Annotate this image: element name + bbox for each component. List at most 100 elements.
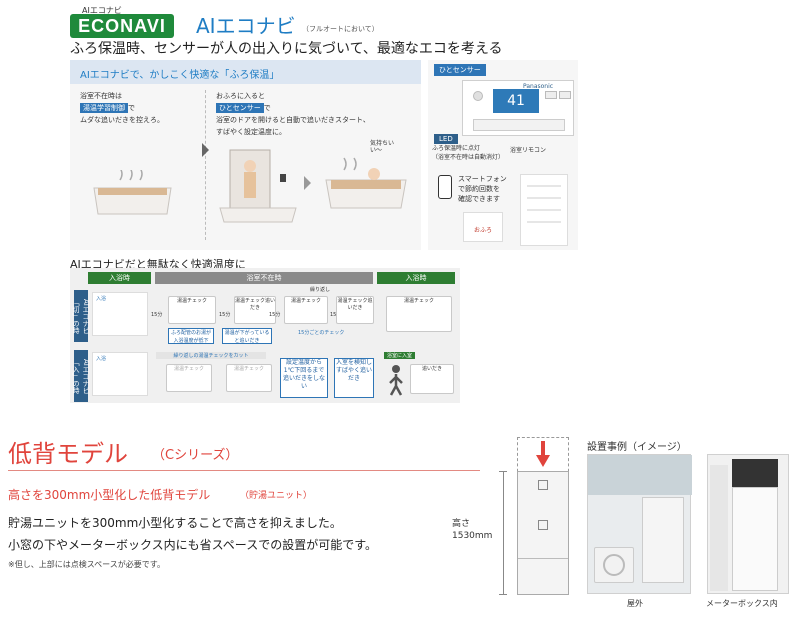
header-enter-2: 入浴時 (377, 272, 455, 284)
section-subtitle-note: （貯湯ユニット） (240, 491, 313, 501)
check-step: 湯温チェック (168, 296, 216, 324)
person-icon (386, 364, 406, 396)
check-step: 湯温チェック (284, 296, 328, 324)
height-value: 1530mm (452, 531, 493, 541)
remote-caption: 浴室リモコン (510, 147, 547, 154)
bath-enter-label: 浴室に入室 (384, 352, 416, 359)
absent-line3: ムダな追いだきを控えろ。 (80, 116, 164, 124)
tank-panel (538, 480, 548, 490)
column-divider (205, 90, 206, 240)
meter-tank (732, 487, 778, 591)
storage-tank (517, 471, 569, 595)
led-note: ふろ保温時に点灯 （浴室不在時は自動消灯） (432, 144, 504, 162)
enter-label: 入浴 (96, 296, 107, 302)
led-label: LED (434, 134, 458, 144)
page-title-note: （フルオートにおいて） (302, 25, 379, 33)
enter-description: おふろに入ると ひとセンサーで 浴室のドアを開けると自動で追いだきスタート、 す… (216, 90, 416, 138)
door-illustration (218, 148, 298, 224)
econavi-caption: AIエコナビ (82, 6, 122, 15)
check-reheat-step: 湯温チェック追いだき (234, 296, 276, 324)
row-label-off: AIエコナビ「切」の時 (72, 290, 90, 342)
smartphone-icon (438, 175, 452, 199)
phone-line3: 確認できます (458, 195, 500, 203)
app-screen (520, 174, 568, 246)
dim-tick (499, 471, 507, 472)
height-label: 高さ 1530mm (452, 518, 492, 542)
meter-door (710, 465, 728, 591)
sensor-icon (473, 91, 483, 101)
enter-suffix: で (263, 104, 271, 112)
window (588, 455, 692, 495)
meter-box-top (732, 459, 778, 487)
body-line-1: 貯湯ユニットを300mm小型化することで高さを抑えました。 (8, 516, 342, 530)
skipped-check-step: 湯温チェック (166, 364, 212, 392)
phone-line1: スマートフォン (458, 175, 507, 183)
caption-outdoor: 屋外 (627, 599, 643, 608)
note-no-reheat: 設定温度から1℃下回るまで追いだきをしない (280, 358, 328, 398)
remote-buttons-row (473, 119, 565, 131)
height-caption: 高さ (452, 519, 471, 529)
row-label-on: AIエコナビ「入」の時 (72, 350, 90, 402)
learning-tag: 湯温学習制御 (80, 103, 128, 113)
sensor-label: ひとセンサー (434, 64, 486, 76)
econavi-logo: ECONAVI (70, 14, 174, 38)
led-line1: ふろ保温時に点灯 (432, 145, 481, 152)
enter-line3: 浴室のドアを開けると自動で追いだきスタート、 (216, 116, 370, 124)
footnote: ※但し、上部には点検スペースが必要です。 (8, 560, 165, 569)
section-subtitle: 高さを300mm小型化した低背モデル (8, 488, 211, 502)
comparison-title: AIエコナビだと無駄なく快適温度に (70, 258, 246, 271)
note-temp-drop: ふろ配管のお湯が入浴温度が低下 (168, 328, 214, 344)
header-absent: 浴室不在時 (155, 272, 373, 284)
sensor-tag: ひとセンサー (216, 103, 264, 113)
arrow-down-icon (536, 441, 550, 467)
caption-meter-box: メーターボックス内 (706, 599, 778, 608)
every15-label: 15分ごとのチェック (298, 330, 345, 336)
body-line-2: 小窓の下やメーターボックス内にも省スペースでの設置が可能です。 (8, 538, 378, 552)
interval-label: 15分 (330, 311, 341, 318)
absent-suffix: で (128, 104, 135, 112)
subheadline: ふろ保温時、センサーが人の出入りに気づいて、最適なエコを考える (70, 41, 503, 57)
speech-bubble: 気持ちいい〜 (370, 140, 395, 154)
page-title: AIエコナビ (196, 14, 296, 38)
interval-label: 15分 (219, 312, 231, 318)
skip-label: 繰り返しの湯温チェックをカット (156, 352, 266, 359)
bath-step: 入浴 (92, 352, 148, 396)
outdoor-photo (587, 454, 692, 594)
tank-panel (538, 520, 548, 530)
bathtub-illustration (90, 167, 175, 218)
led-line2: （浴室不在時は自動消灯） (432, 154, 505, 161)
section-title-sub: （Cシリーズ） (152, 448, 239, 463)
bath-step: 入浴 (92, 292, 148, 336)
bath-remote: Panasonic 41 (462, 80, 574, 136)
absent-line1: 浴室不在時は (80, 92, 122, 100)
app-logo: おふろ (463, 212, 503, 242)
reheat-step: 追いだき (410, 364, 454, 394)
feature-panel-heading: AIエコナビで、かしこく快適な「ふろ保温」 (80, 70, 280, 81)
remote-brand: Panasonic (523, 83, 554, 90)
enter-line4: すばやく設定温度に。 (216, 128, 286, 136)
remote-button (545, 91, 557, 99)
meter-box-photo (707, 454, 789, 594)
bathing-illustration (316, 150, 411, 212)
interval-label: 15分 (269, 312, 281, 318)
heat-pump-unit (594, 547, 634, 583)
bath-step: 湯温チェック (386, 296, 452, 332)
check-reheat-step: 湯温チェック追いだき (336, 296, 374, 324)
interval-label: 15分 (151, 312, 163, 318)
section-title: 低背モデル (8, 440, 128, 468)
note-reheat: 湯温が下がっていると追いだき (222, 328, 272, 344)
enter-line1: おふろに入ると (216, 92, 265, 100)
header-enter: 入浴時 (88, 272, 151, 284)
smartphone-note: スマートフォン で節約回数を 確認できます (458, 174, 507, 204)
repeat-label: 繰り返し (310, 287, 331, 293)
arrow-right-icon (202, 143, 209, 157)
skipped-check-step: 湯温チェック (226, 364, 272, 392)
tank-seam (518, 558, 568, 559)
outdoor-tank (642, 497, 684, 583)
phone-line2: で節約回数を (458, 185, 500, 193)
examples-title: 設置事例（イメージ） (587, 442, 687, 453)
enter-label: 入浴 (96, 356, 107, 362)
remote-display: 41 (493, 89, 539, 113)
absent-description: 浴室不在時は 湯温学習制御で ムダな追いだきを控えろ。 (80, 90, 198, 126)
section-divider (8, 470, 480, 471)
